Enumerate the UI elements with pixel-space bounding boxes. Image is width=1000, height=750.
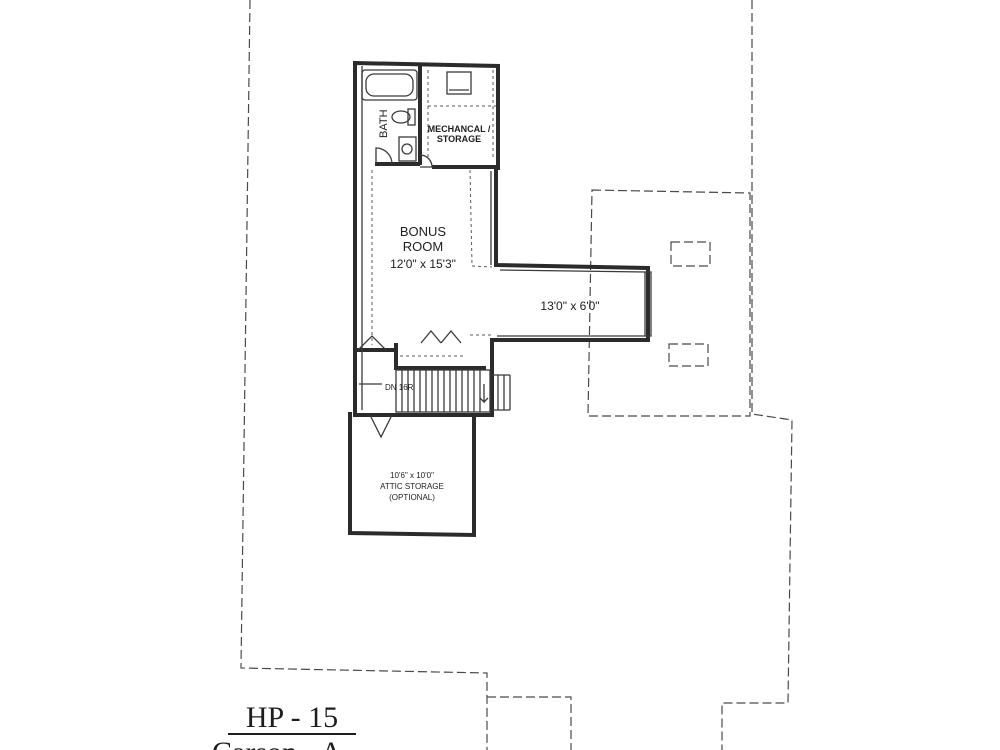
roof-outline	[587, 189, 751, 417]
bonus-size: 12'0" x 15'3"	[390, 257, 456, 271]
bonus-label-2: ROOM	[403, 239, 443, 254]
plan-name: Carson - A	[212, 736, 342, 750]
mech-label-1: MECHANCAL /	[428, 124, 491, 134]
alcove-size: 13'0" x 6'0"	[540, 299, 599, 313]
attic-label-1: ATTIC STORAGE	[380, 482, 444, 491]
plan-code: HP - 15	[246, 701, 338, 734]
attic-label-2: (OPTIONAL)	[389, 493, 435, 502]
interior-details	[361, 66, 652, 410]
sink-icon	[398, 136, 417, 162]
stair-label: DN 16R	[385, 383, 414, 392]
bath-label: BATH	[378, 109, 390, 138]
upper-floor-walls	[348, 60, 650, 538]
doors	[357, 154, 462, 439]
toilet-icon	[391, 108, 416, 126]
bonus-label-1: BONUS	[400, 224, 447, 239]
bathtub-icon	[361, 69, 418, 101]
stairs	[395, 369, 511, 413]
water-heater-icon	[446, 71, 472, 95]
attic-size: 10'6" x 10'0"	[390, 471, 434, 480]
bath-fixtures	[361, 69, 418, 165]
mech-label-2: STORAGE	[437, 134, 481, 144]
lower-floor-outline	[240, 0, 793, 750]
